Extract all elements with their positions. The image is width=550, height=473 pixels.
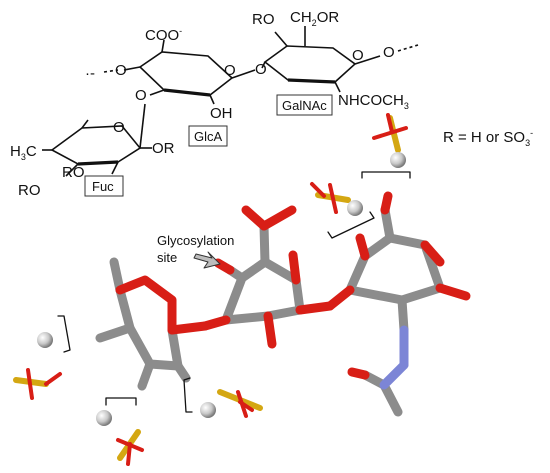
sulfate-group-mid	[310, 182, 351, 214]
counterion-2	[347, 200, 363, 216]
sulfate-group-bottom-left	[116, 429, 144, 466]
fuc-ring-3d	[95, 257, 191, 391]
atom-o-4: O	[383, 44, 395, 61]
galnac-box	[276, 94, 333, 116]
atom-coo: COO-	[145, 26, 182, 44]
counterion-5	[200, 402, 216, 418]
sulfate-group-left	[13, 368, 62, 400]
schematic-structure	[42, 26, 419, 197]
atom-ch2or: CH2OR	[290, 9, 339, 28]
atom-o-3: O	[255, 61, 267, 78]
atom-h3c: H3C	[10, 143, 37, 162]
annotation-line2: site	[157, 250, 177, 265]
chain-continuation-left: ·-	[85, 65, 95, 82]
atom-ro-low: RO	[18, 182, 41, 199]
glycosylation-arrow	[193, 251, 221, 269]
counterion-4	[96, 410, 112, 426]
glca-ring-front	[163, 88, 211, 97]
r-definition: R = H or SO3-	[443, 128, 533, 148]
atom-nh: NHCOCH3	[338, 92, 409, 111]
glca-ring	[138, 51, 234, 96]
atom-oh: OH	[210, 105, 233, 122]
fuc-oxygens	[115, 275, 210, 335]
residue-fuc: Fuc	[92, 179, 114, 194]
repeat-brackets	[57, 171, 411, 413]
atom-or-right: OR	[152, 140, 175, 157]
atom-o-5: O	[135, 87, 147, 104]
residue-glca: GlcA	[194, 129, 223, 144]
atom-o-1: O	[115, 62, 127, 79]
galnac-oxygens	[325, 191, 471, 380]
galnac-nitrogen	[379, 325, 409, 390]
galnac-ring	[263, 45, 357, 83]
atom-ro-top: RO	[252, 11, 275, 28]
glca-ring-3d	[221, 221, 305, 325]
sulfate-group-top	[372, 113, 408, 153]
atom-o-ring-fuc: O	[113, 119, 125, 136]
stick-model	[13, 113, 471, 466]
sulfate-group-bottom-right	[217, 389, 263, 418]
glca-oxygens	[200, 205, 335, 349]
residue-galnac: GalNAc	[282, 98, 327, 113]
counterion-1	[390, 152, 406, 168]
annotation-line1: Glycosylation	[157, 233, 234, 248]
glca-box	[188, 125, 228, 147]
counterion-3	[37, 332, 53, 348]
atom-ro-mid: RO	[62, 164, 85, 181]
schematic-labels: ·- O COO- O OH O RO CH2OR O O NHCOCH3 Gl…	[10, 9, 533, 199]
atom-o-ring-galnac: O	[352, 47, 364, 64]
atom-o-2: O	[224, 62, 236, 79]
glycosylation-annotation: Glycosylation site	[157, 233, 234, 265]
fuc-box	[84, 175, 124, 197]
fuc-ring	[50, 125, 142, 165]
